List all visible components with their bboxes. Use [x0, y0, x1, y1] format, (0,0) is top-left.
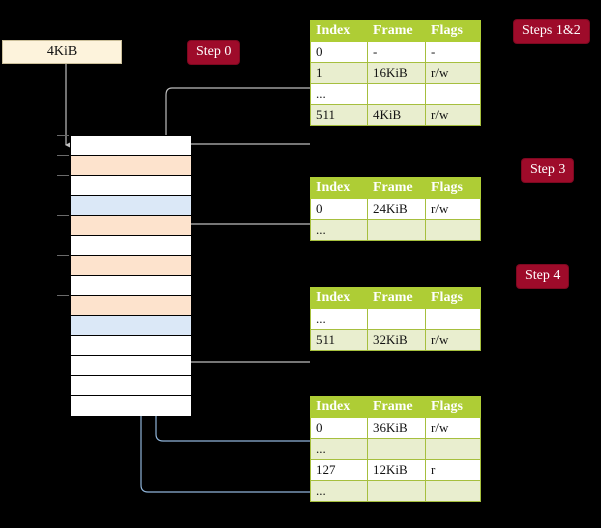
wire-4kib-to-memory	[59, 52, 73, 149]
cell-frame	[367, 308, 426, 330]
cell-flags	[425, 308, 481, 330]
table-row: 0--	[310, 41, 481, 63]
cell-flags: r/w	[425, 62, 481, 84]
column-header-index: Index	[310, 177, 368, 199]
table-row: ...	[310, 83, 481, 105]
column-header-frame: Frame	[367, 177, 426, 199]
memory-frame-row	[71, 276, 191, 296]
table-row: ...	[310, 438, 481, 460]
cell-flags	[425, 219, 481, 241]
column-header-index: Index	[310, 287, 368, 309]
memory-frame-row	[71, 316, 191, 336]
memory-frame-row	[71, 176, 191, 196]
memory-frame-row	[71, 336, 191, 356]
cell-index: 0	[310, 41, 368, 63]
cell-flags	[425, 438, 481, 460]
memory-tick	[57, 295, 69, 296]
column-header-frame: Frame	[367, 20, 426, 42]
cell-flags: r	[425, 459, 481, 481]
cell-frame: 32KiB	[367, 329, 426, 351]
column-header-flags: Flags	[425, 396, 481, 418]
cell-frame: 36KiB	[367, 417, 426, 439]
memory-frame-row	[71, 396, 191, 416]
memory-frame-row	[71, 196, 191, 216]
column-header-index: Index	[310, 20, 368, 42]
step-3-badge: Step 3	[522, 159, 574, 182]
cell-flags: r/w	[425, 198, 481, 220]
cell-index: 511	[310, 104, 368, 126]
cell-flags: r/w	[425, 104, 481, 126]
memory-frame-row	[71, 356, 191, 376]
memory-tick	[57, 215, 69, 216]
cell-frame	[367, 480, 426, 502]
table-row: ...	[310, 480, 481, 502]
cell-index: ...	[310, 83, 368, 105]
cell-index: 511	[310, 329, 368, 351]
cell-frame: 16KiB	[367, 62, 426, 84]
memory-frame-row	[71, 296, 191, 316]
memory-frame-row	[71, 136, 191, 156]
memory-frame-row	[71, 216, 191, 236]
cell-index: 0	[310, 198, 368, 220]
cell-frame: 24KiB	[367, 198, 426, 220]
column-header-flags: Flags	[425, 20, 481, 42]
cell-flags: -	[425, 41, 481, 63]
cell-flags: r/w	[425, 417, 481, 439]
table-row: ...	[310, 219, 481, 241]
step-4-badge: Step 4	[517, 265, 569, 288]
cell-frame	[367, 438, 426, 460]
cell-frame: 4KiB	[367, 104, 426, 126]
memory-tick	[57, 255, 69, 256]
wire-table4u-row511	[169, 303, 310, 363]
memory-frame-row	[71, 156, 191, 176]
table-row: ...	[310, 308, 481, 330]
frame-4kib-box: 4KiB	[2, 40, 122, 64]
cell-index: 0	[310, 417, 368, 439]
cell-index: ...	[310, 219, 368, 241]
column-header-frame: Frame	[367, 396, 426, 418]
cell-flags: r/w	[425, 329, 481, 351]
cell-index: 127	[310, 459, 368, 481]
memory-tick	[57, 155, 69, 156]
cell-index: ...	[310, 438, 368, 460]
steps-1-2-badge: Steps 1&2	[514, 20, 589, 43]
cell-frame	[367, 219, 426, 241]
cell-flags	[425, 83, 481, 105]
column-header-flags: Flags	[425, 287, 481, 309]
cell-index: 1	[310, 62, 368, 84]
cell-index: ...	[310, 308, 368, 330]
cell-index: ...	[310, 480, 368, 502]
step-0-badge: Step 0	[188, 41, 240, 64]
physical-memory-column	[70, 135, 191, 416]
column-header-flags: Flags	[425, 177, 481, 199]
memory-frame-row	[71, 376, 191, 396]
cell-frame: -	[367, 41, 426, 63]
memory-tick	[57, 135, 69, 136]
cell-frame	[367, 83, 426, 105]
column-header-frame: Frame	[367, 287, 426, 309]
wire-table3-row0	[175, 223, 310, 262]
cell-frame: 12KiB	[367, 459, 426, 481]
cell-flags	[425, 480, 481, 502]
memory-frame-row	[71, 256, 191, 276]
memory-tick	[57, 175, 69, 176]
memory-frame-row	[71, 236, 191, 256]
column-header-index: Index	[310, 396, 368, 418]
